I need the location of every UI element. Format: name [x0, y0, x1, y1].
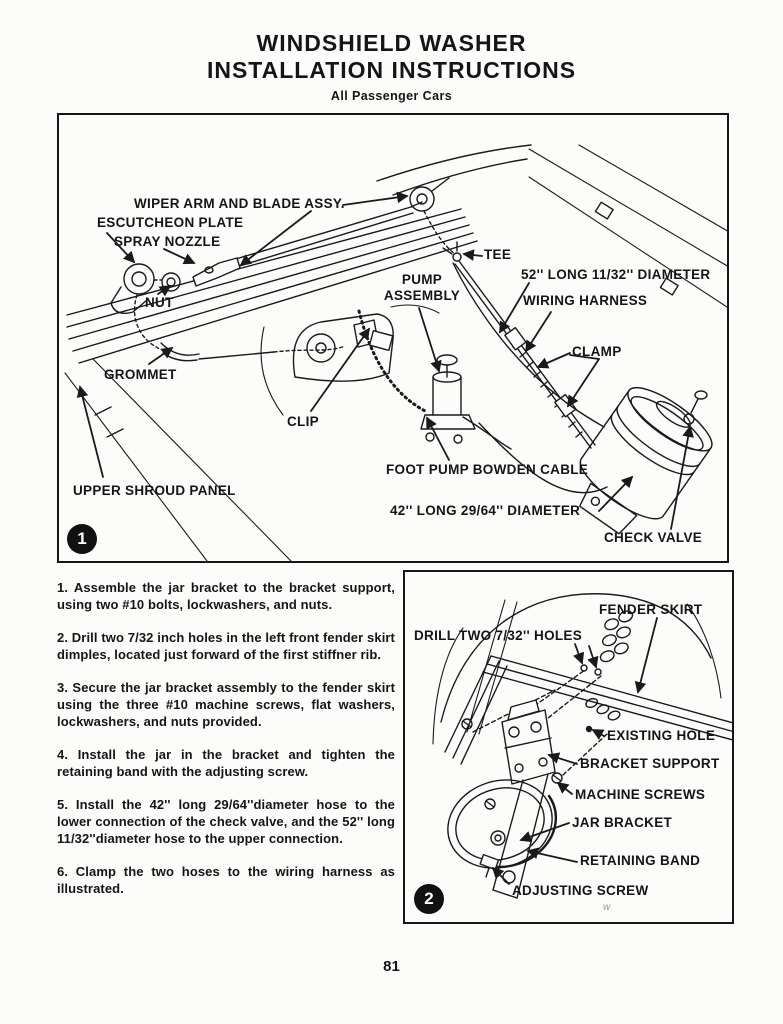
label-fender-skirt: FENDER SKIRT: [599, 602, 703, 617]
page-title-line1: WINDSHIELD WASHER: [256, 30, 527, 56]
instruction-step-2: 2. Drill two 7/32 inch holes in the left…: [57, 630, 395, 662]
instruction-step-6: 6. Clamp the two hoses to the wiring har…: [57, 864, 395, 896]
page-subtitle: All Passenger Cars: [330, 89, 453, 103]
label-wiper-arm-blade: WIPER ARM AND BLADE ASSY.: [134, 196, 345, 211]
label-tee: TEE: [484, 247, 512, 262]
label-nut: NUT: [145, 295, 174, 310]
title-block: WINDSHIELD WASHER INSTALLATION INSTRUCTI…: [0, 30, 783, 103]
figure1-line-art: [64, 144, 727, 561]
instruction-step-4: 4. Install the jar in the bracket and ti…: [57, 747, 395, 779]
label-retaining-band: RETAINING BAND: [580, 853, 701, 868]
page-number: 81: [383, 958, 400, 975]
label-check-valve: CHECK VALVE: [604, 530, 703, 545]
instruction-step-5: 5. Install the 42'' long 29/64''diameter…: [57, 797, 395, 846]
label-upper-shroud-panel: UPPER SHROUD PANEL: [73, 483, 236, 498]
label-foot-pump-cable: FOOT PUMP BOWDEN CABLE: [386, 462, 589, 477]
figure2-number-badge: 2: [414, 884, 444, 914]
figure2-jar-bracket-diagram: FENDER SKIRT DRILL TWO 7/32'' HOLES EXIS…: [403, 570, 734, 924]
label-jar-bracket: JAR BRACKET: [572, 815, 673, 830]
label-wiring-harness: WIRING HARNESS: [523, 293, 648, 308]
label-spray-nozzle: SPRAY NOZZLE: [114, 234, 221, 249]
figure1-installation-diagram: WIPER ARM AND BLADE ASSY. ESCUTCHEON PLA…: [57, 113, 729, 563]
label-drill-holes: DRILL TWO 7/32'' HOLES: [414, 628, 583, 643]
label-bracket-support: BRACKET SUPPORT: [580, 756, 720, 771]
watermark: w: [603, 902, 611, 913]
label-hose-52: 52'' LONG 11/32'' DIAMETER: [521, 267, 711, 282]
figure1-number-badge: 1: [67, 524, 97, 554]
label-existing-hole: EXISTING HOLE: [607, 728, 716, 743]
figure2-line-art: [432, 593, 732, 899]
label-grommet: GROMMET: [104, 367, 177, 382]
instruction-list: 1. Assemble the jar bracket to the brack…: [57, 580, 395, 914]
label-clip: CLIP: [287, 414, 319, 429]
label-machine-screws: MACHINE SCREWS: [575, 787, 706, 802]
page-title-line2: INSTALLATION INSTRUCTIONS: [206, 57, 577, 83]
label-escutcheon-plate: ESCUTCHEON PLATE: [97, 215, 244, 230]
instruction-step-3: 3. Secure the jar bracket assembly to th…: [57, 680, 395, 729]
label-hose-42: 42'' LONG 29/64'' DIAMETER: [390, 503, 581, 518]
label-clamp: CLAMP: [572, 344, 622, 359]
instruction-step-1: 1. Assemble the jar bracket to the brack…: [57, 580, 395, 612]
label-pump-assembly: PUMP ASSEMBLY: [383, 272, 461, 303]
label-adjusting-screw: ADJUSTING SCREW: [512, 883, 649, 898]
